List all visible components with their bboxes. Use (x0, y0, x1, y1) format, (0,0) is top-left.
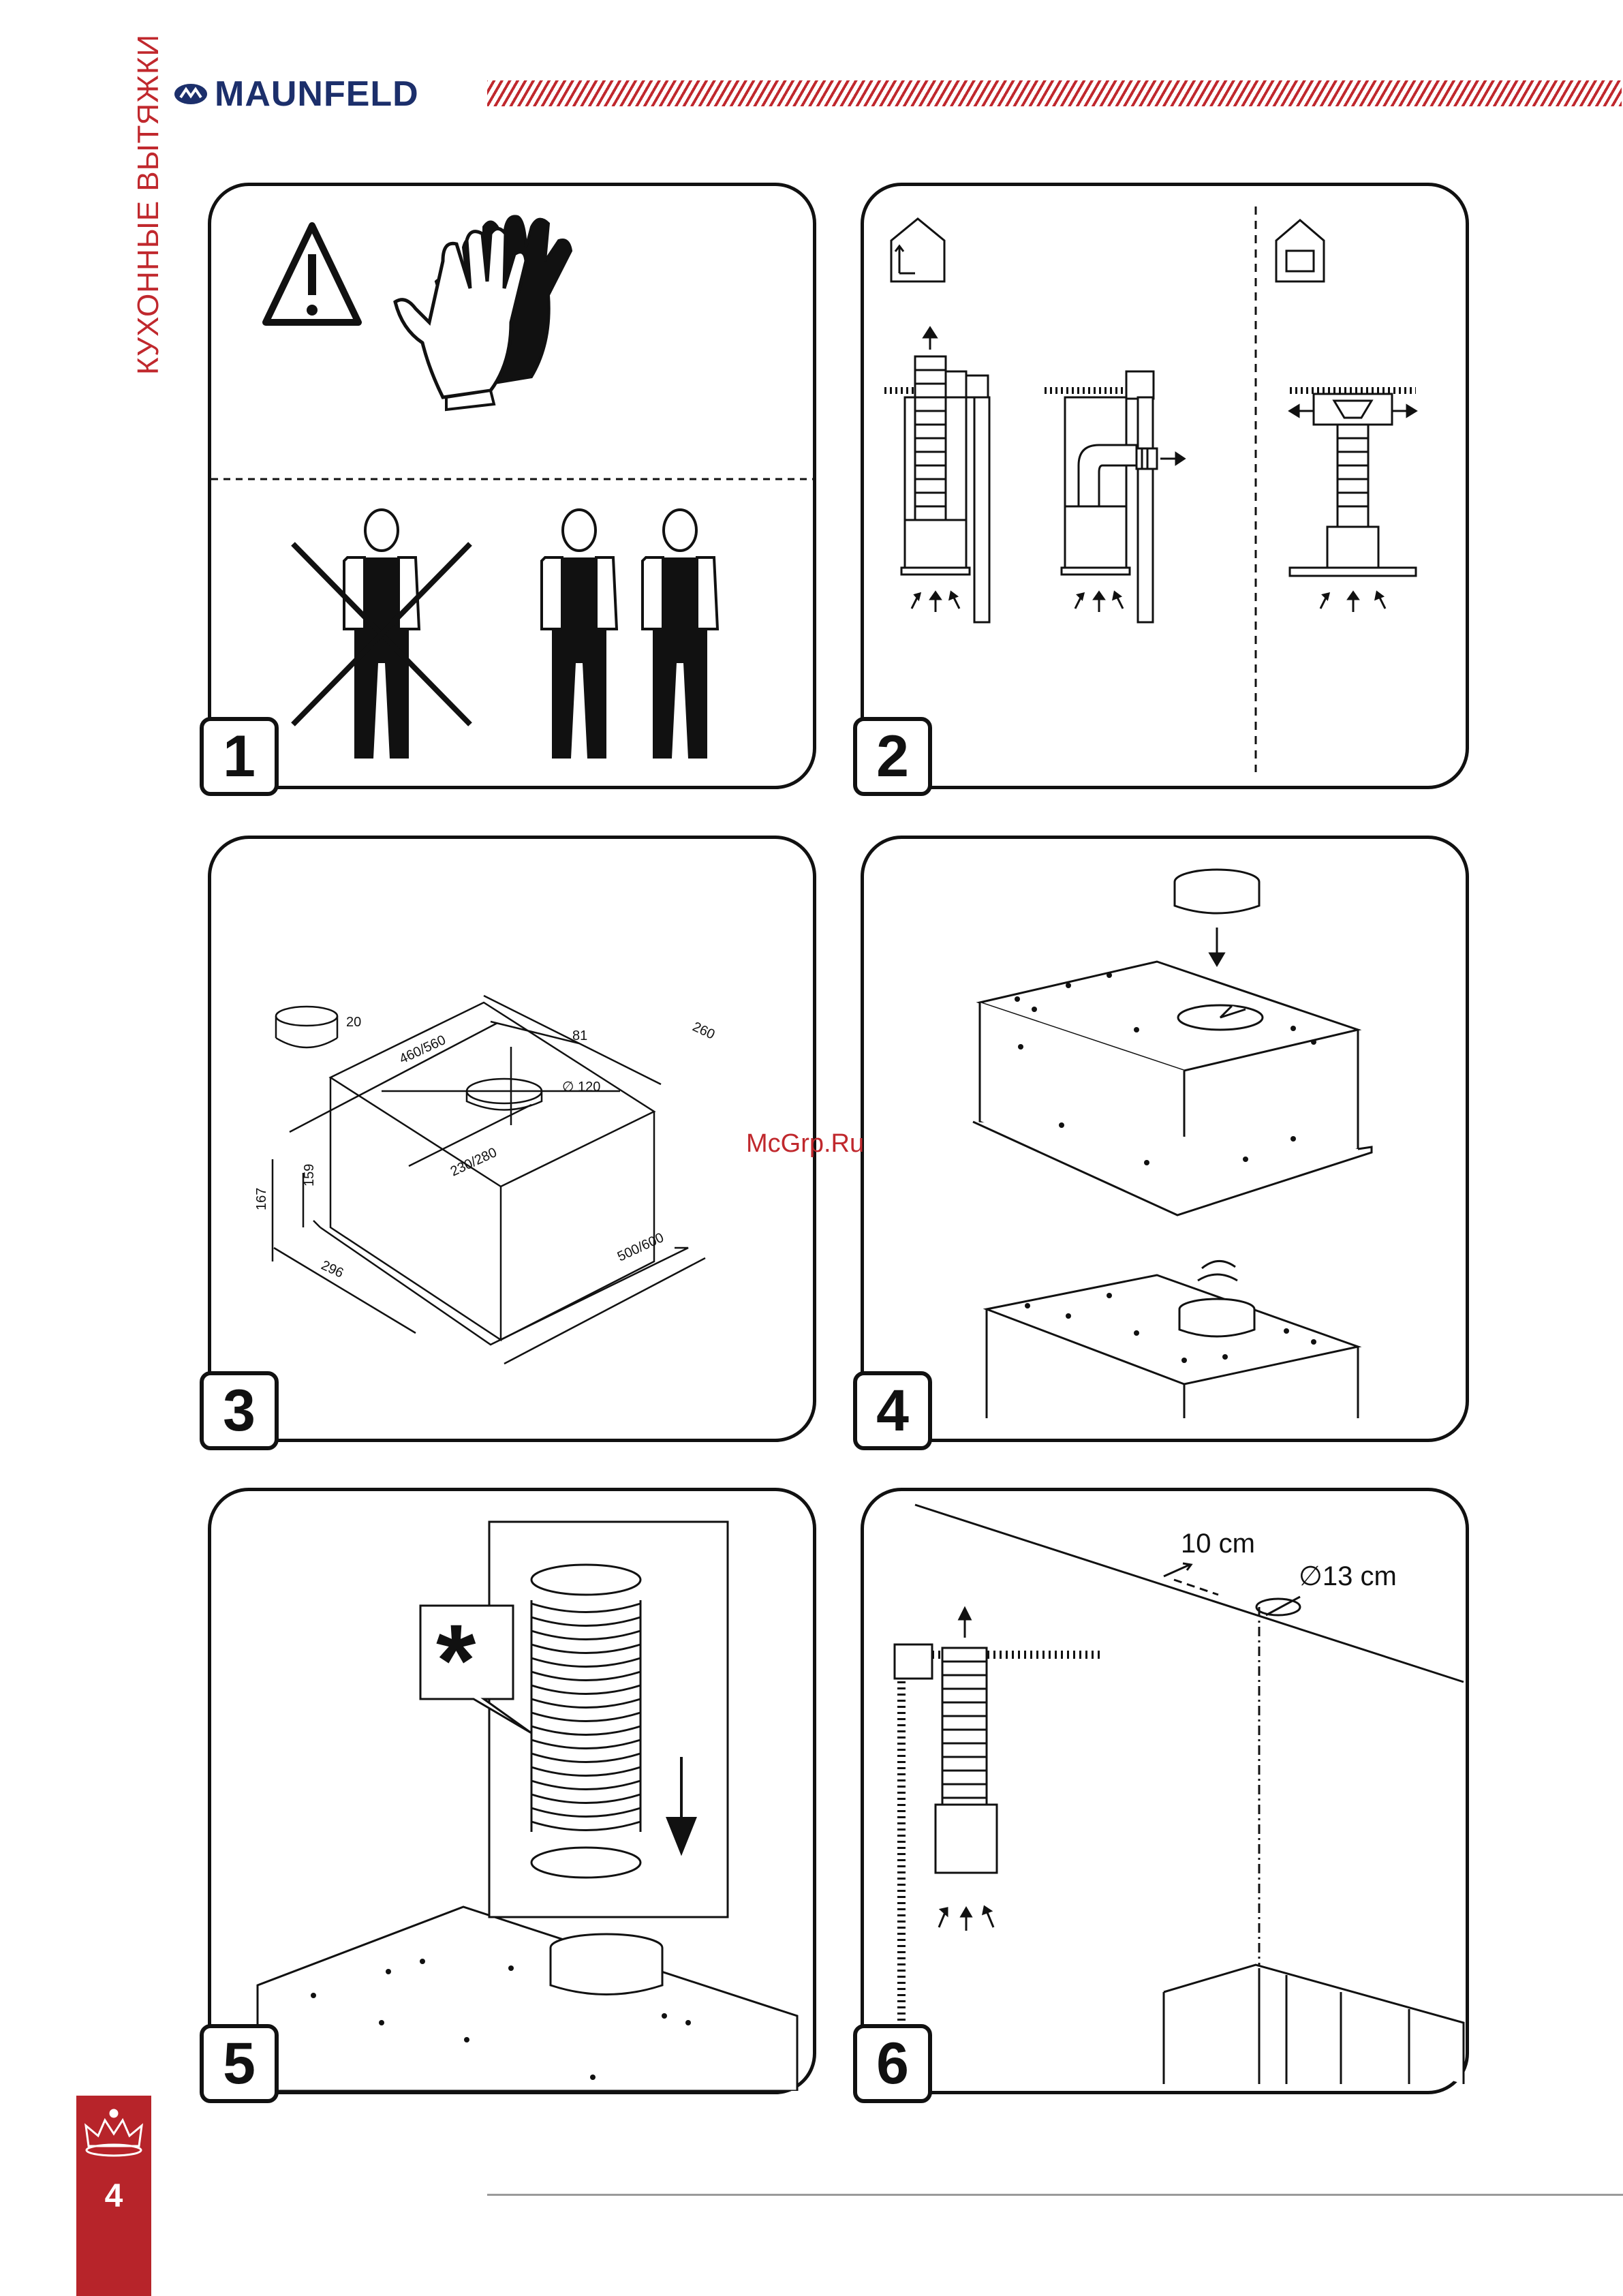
svg-text:81: 81 (572, 1028, 587, 1043)
step-badge-2: 2 (853, 717, 932, 796)
watermark: McGrp.Ru (746, 1129, 864, 1159)
single-person-icon (293, 510, 470, 759)
gloves-icon (395, 216, 571, 410)
svg-text:∅13 cm: ∅13 cm (1299, 1561, 1397, 1591)
step-badge-5: 5 (200, 2024, 279, 2103)
footer-divider (487, 2194, 1623, 2196)
panel-step-4 (861, 836, 1469, 1442)
section-title-text: КУХОННЫЕ ВЫТЯЖКИ (132, 34, 166, 375)
dimensions-drawing: 20 460/560 81 260 ∅ 120 230/280 159 167 … (211, 839, 813, 1439)
svg-text:159: 159 (302, 1164, 317, 1187)
flexible-duct-illustration: * (211, 1491, 813, 2091)
panel-step-5: * (208, 1488, 816, 2094)
ceiling-hole-illustration: 10 cm ∅13 cm (864, 1491, 1466, 2091)
page-number: 4 (76, 2177, 151, 2215)
collar-install-illustration (864, 839, 1466, 1439)
header-hatch-bar (487, 80, 1622, 106)
brand-name: MAUNFELD (215, 74, 419, 114)
panel-step-1 (208, 183, 816, 789)
svg-text:167: 167 (254, 1188, 269, 1210)
exhaust-vertical-diagram (884, 328, 989, 622)
page-tab: 4 (76, 2096, 151, 2296)
svg-text:230/280: 230/280 (448, 1145, 499, 1179)
ventilation-modes-illustration (864, 186, 1466, 786)
brand-logo: MAUNFELD (174, 74, 419, 114)
warning-icon (266, 226, 358, 322)
house-recirculation-icon (1276, 220, 1324, 281)
svg-text:10 cm: 10 cm (1181, 1529, 1255, 1559)
crown-icon (76, 2105, 151, 2173)
panel-step-2 (861, 183, 1469, 789)
svg-text:*: * (436, 1603, 476, 1717)
step-badge-4: 4 (853, 1371, 932, 1450)
svg-text:260: 260 (690, 1020, 717, 1043)
brand-emblem-icon (174, 82, 208, 106)
step-badge-6: 6 (853, 2024, 932, 2103)
step-badge-3: 3 (200, 1371, 279, 1450)
svg-text:∅ 120: ∅ 120 (562, 1080, 600, 1095)
panel-step-3: 20 460/560 81 260 ∅ 120 230/280 159 167 … (208, 836, 816, 1442)
step-badge-1: 1 (200, 717, 279, 796)
safety-illustration (211, 186, 813, 786)
recirculation-diagram (1290, 391, 1416, 612)
exhaust-side-diagram (1045, 371, 1184, 622)
house-exhaust-icon (891, 219, 944, 281)
two-persons-icon (542, 510, 717, 759)
svg-text:500/600: 500/600 (615, 1230, 666, 1264)
svg-text:20: 20 (346, 1015, 361, 1030)
panel-step-6: 10 cm ∅13 cm (861, 1488, 1469, 2094)
section-title: КУХОННЫЕ ВЫТЯЖКИ (101, 75, 142, 375)
